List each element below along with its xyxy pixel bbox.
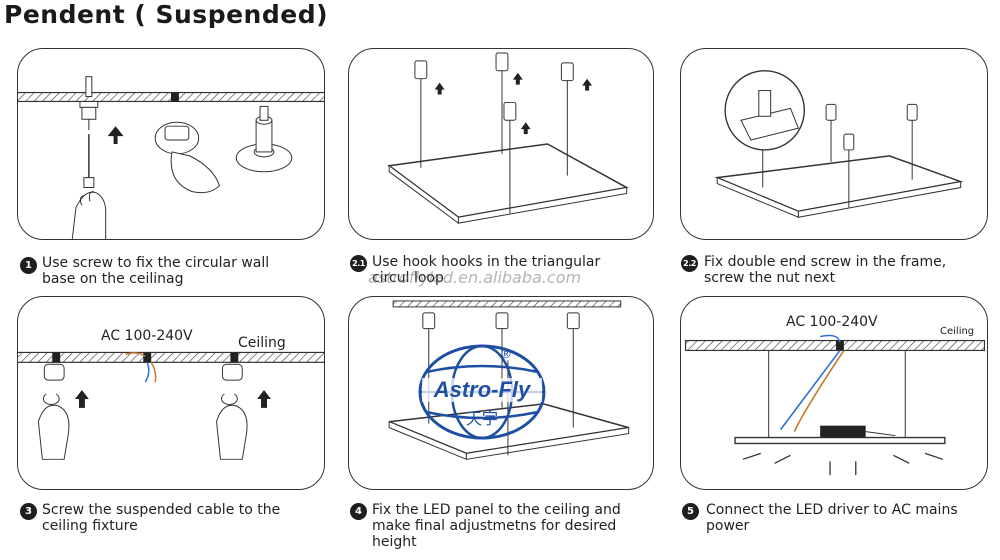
step-2-1-caption: Use hook hooks in the triangular circul … bbox=[372, 254, 601, 286]
step-3-illustration bbox=[18, 351, 324, 460]
step-5-number: 5 bbox=[682, 503, 699, 520]
led-driver-icon bbox=[820, 425, 866, 438]
step-2-2-caption: Fix double end screw in the frame, screw… bbox=[704, 254, 947, 286]
step-1-illustration bbox=[18, 76, 324, 239]
ceiling-beam bbox=[392, 300, 622, 308]
step-5-caption: Connect the LED driver to AC mains power bbox=[706, 502, 958, 534]
step-4-number: 4 bbox=[350, 503, 367, 520]
step-2-1-panel bbox=[348, 48, 654, 240]
astro-fly-logo: Astro-Fly 天宇 ® bbox=[412, 342, 552, 442]
step-2-2-illustration bbox=[714, 70, 964, 218]
watermark-url: astroflyled.en.alibaba.com bbox=[368, 268, 582, 287]
step-2-2-panel bbox=[680, 48, 988, 240]
step-5-illustration bbox=[684, 334, 986, 476]
ceiling-label: Ceiling bbox=[238, 335, 286, 351]
ceiling-beam bbox=[684, 339, 986, 352]
step-1-number: 1 bbox=[20, 257, 37, 274]
arrow-up-icon bbox=[107, 126, 124, 144]
step-2-1-illustration bbox=[387, 52, 629, 225]
page-title: Pendent ( Suspended) bbox=[4, 0, 329, 29]
ac-voltage-label: AC 100-240V bbox=[101, 328, 193, 344]
ceiling-beam bbox=[18, 351, 324, 363]
step-2-1-number: 2.1 bbox=[350, 255, 367, 272]
step-3-number: 3 bbox=[20, 503, 37, 520]
screw-anchor-icon bbox=[79, 76, 99, 189]
step-3-panel bbox=[17, 296, 325, 490]
step-4-caption: Fix the LED panel to the ceiling and mak… bbox=[372, 502, 621, 550]
ceiling-label-2: Ceiling bbox=[940, 326, 975, 337]
step-2-2-number: 2.2 bbox=[681, 255, 698, 272]
step-1-caption: Use screw to fix the circular wall base … bbox=[42, 255, 270, 287]
step-1-panel bbox=[17, 48, 325, 240]
led-panel-icon bbox=[734, 436, 946, 445]
wall-base-icon bbox=[154, 121, 221, 194]
wall-base-icon bbox=[235, 105, 293, 173]
ac-voltage-label-2: AC 100-240V bbox=[786, 314, 878, 330]
step-5-panel bbox=[680, 296, 988, 490]
hand-icon bbox=[71, 191, 107, 239]
step-3-caption: Screw the suspended cable to the ceiling… bbox=[42, 502, 281, 534]
registered-mark: ® bbox=[500, 347, 512, 361]
logo-text: Astro-Fly bbox=[433, 377, 532, 402]
logo-cn-text: 天宇 bbox=[466, 409, 498, 428]
